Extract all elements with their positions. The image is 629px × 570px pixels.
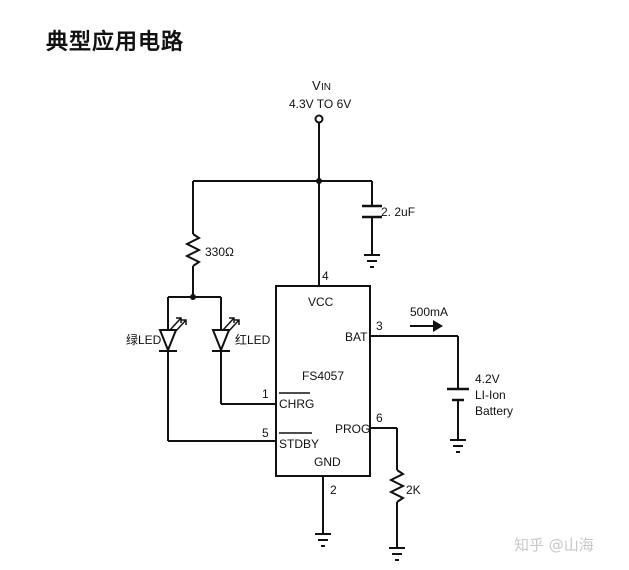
junction-dot xyxy=(316,178,322,184)
pin-number-stdby: 5 xyxy=(262,426,269,440)
resistor-330-label: 330Ω xyxy=(205,245,234,259)
junction-dot xyxy=(190,294,196,300)
pin-number-vcc: 4 xyxy=(322,269,329,283)
pin-label-chrg: CHRG xyxy=(279,397,314,411)
resistor-330-icon xyxy=(184,233,202,267)
pin-number-prog: 6 xyxy=(376,411,383,425)
capacitor-label: 2. 2uF xyxy=(381,205,415,219)
ground-icon xyxy=(315,533,331,547)
ground-icon xyxy=(389,547,405,561)
pin-label-bat: BAT xyxy=(345,330,368,344)
chip-part-label: FS4057 xyxy=(302,369,344,383)
red-led-icon xyxy=(211,329,231,353)
red-led-light-arrows-icon xyxy=(222,317,240,333)
green-led-label: 绿LED xyxy=(126,332,162,347)
watermark: 知乎 @山海 xyxy=(514,536,594,554)
vin-terminal xyxy=(314,114,324,124)
vin-label-main: V xyxy=(312,78,321,93)
ground-icon xyxy=(364,254,380,268)
red-led-label: 红LED xyxy=(235,332,271,347)
pin-number-bat: 3 xyxy=(376,319,383,333)
pin-label-stdby: STDBY xyxy=(279,437,319,451)
vin-range-label: 4.3V TO 6V xyxy=(289,97,351,111)
pin-number-gnd: 2 xyxy=(330,483,337,497)
ground-icon xyxy=(450,439,466,453)
resistor-2k-label: 2K xyxy=(406,483,421,497)
vin-label-sub: IN xyxy=(321,82,331,93)
pin-label-vcc: VCC xyxy=(308,295,334,309)
current-label: 500mA xyxy=(410,305,448,319)
current-arrow-head-icon xyxy=(433,320,443,332)
battery-voltage-label: 4.2V xyxy=(475,372,500,386)
green-led-icon xyxy=(158,329,178,353)
pin-number-chrg: 1 xyxy=(262,387,269,401)
pin-label-prog: PROG xyxy=(335,422,370,436)
resistor-2k-icon xyxy=(388,469,406,503)
pin-label-gnd: GND xyxy=(314,455,341,469)
page-title: 典型应用电路 xyxy=(46,30,185,55)
battery-label: Battery xyxy=(475,404,513,418)
battery-type-label: LI-Ion xyxy=(475,388,506,402)
green-led-light-arrows-icon xyxy=(169,317,187,333)
